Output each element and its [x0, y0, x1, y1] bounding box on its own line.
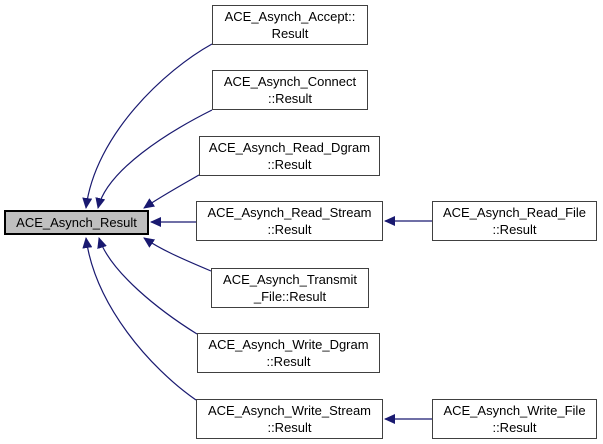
class-node-ace-asynch-write-stream-result[interactable]: ACE_Asynch_Write_Stream::Result [196, 399, 383, 439]
inheritance-arrow-ace-asynch-write-stream-result-to-ace-asynch-result [82, 237, 197, 401]
class-node-label: ACE_Asynch_Read_File [442, 205, 587, 220]
class-node-label: ACE_Asynch_Write_Stream [207, 403, 372, 418]
class-node-label: ACE_Asynch_Result [16, 215, 137, 230]
class-node-ace-asynch-read-dgram-result[interactable]: ACE_Asynch_Read_Dgram::Result [199, 136, 380, 176]
class-node-ace-asynch-read-file-result[interactable]: ACE_Asynch_Read_File::Result [432, 201, 597, 241]
inheritance-arrow-ace-asynch-transmit-file-result-to-ace-asynch-result [143, 237, 212, 272]
class-node-label: ::Result [267, 91, 313, 106]
inheritance-arrow-ace-asynch-read-dgram-result-to-ace-asynch-result [143, 174, 200, 209]
class-node-label: ACE_Asynch_Transmit [223, 272, 357, 287]
class-node-label: ACE_Asynch_Accept:: [224, 9, 356, 24]
class-node-label: ::Result [266, 354, 311, 369]
class-node-ace-asynch-write-dgram-result[interactable]: ACE_Asynch_Write_Dgram::Result [197, 333, 380, 373]
class-node-ace-asynch-read-stream-result[interactable]: ACE_Asynch_Read_Stream::Result [196, 201, 383, 241]
class-node-ace-asynch-result: ACE_Asynch_Result [4, 210, 149, 235]
class-node-ace-asynch-connect-result[interactable]: ACE_Asynch_Connect::Result [212, 70, 368, 110]
class-node-label: ACE_Asynch_Write_Dgram [208, 337, 369, 352]
class-node-label: ::Result [267, 157, 312, 172]
class-node-ace-asynch-write-file-result[interactable]: ACE_Asynch_Write_File::Result [432, 399, 597, 439]
class-node-label: ACE_Asynch_Read_Dgram [208, 140, 371, 155]
class-node-label: _File::Result [253, 289, 327, 304]
class-node-label: ACE_Asynch_Write_File [443, 403, 586, 418]
class-node-label: ::Result [492, 222, 537, 237]
class-node-label: Result [271, 26, 309, 41]
class-node-label: ::Result [267, 420, 312, 435]
class-node-label: ACE_Asynch_Read_Stream [207, 205, 372, 220]
inheritance-arrow-ace-asynch-write-dgram-result-to-ace-asynch-result [97, 237, 198, 335]
class-node-ace-asynch-transmit-file-result[interactable]: ACE_Asynch_Transmit_File::Result [211, 268, 369, 308]
class-node-label: ACE_Asynch_Connect [223, 74, 357, 89]
class-node-ace-asynch-accept-result[interactable]: ACE_Asynch_Accept::Result [212, 5, 368, 45]
class-node-label: ::Result [492, 420, 537, 435]
inheritance-arrow-ace-asynch-connect-result-to-ace-asynch-result [95, 109, 213, 209]
inheritance-arrow-ace-asynch-accept-result-to-ace-asynch-result [82, 43, 213, 209]
class-node-label: ::Result [267, 222, 312, 237]
